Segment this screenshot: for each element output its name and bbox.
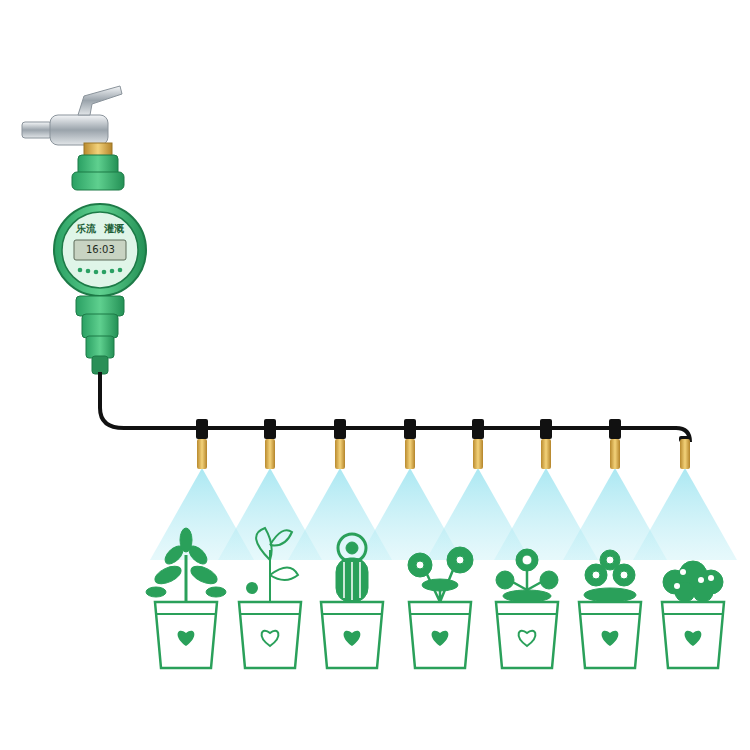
lcd-display: 16:03	[86, 245, 115, 255]
faucet	[22, 86, 122, 157]
brand-text: 灌溉	[104, 224, 124, 234]
spray-cones	[150, 468, 737, 560]
water-timer	[54, 155, 146, 374]
nozzles	[196, 419, 691, 469]
brand-text: 乐流	[76, 224, 96, 234]
hose	[100, 372, 690, 442]
flower-pots	[155, 602, 724, 668]
plants	[146, 528, 723, 602]
